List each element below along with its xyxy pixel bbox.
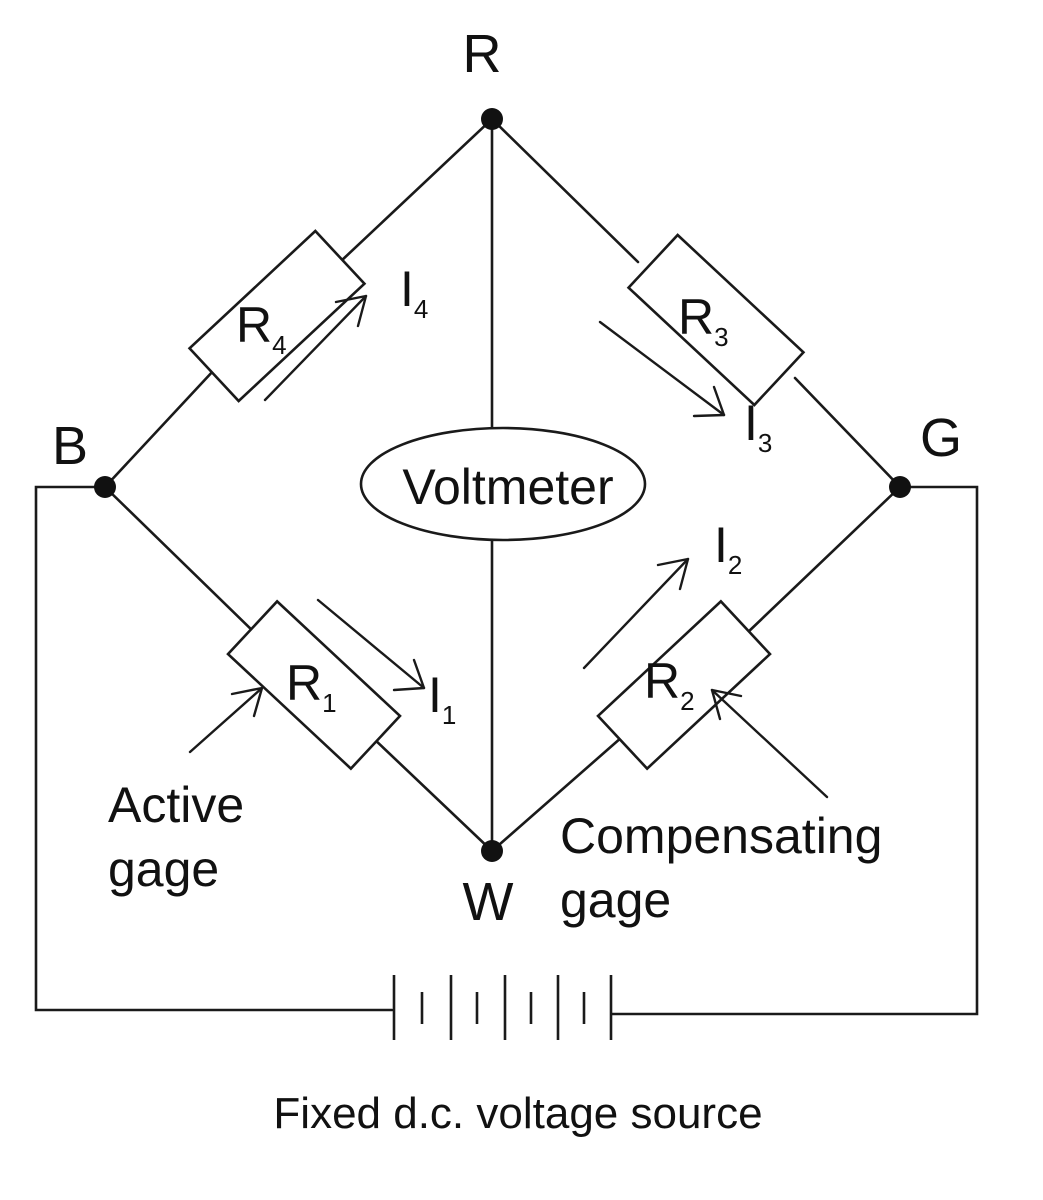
active-gage-pointer-shaft — [188, 686, 264, 754]
compensating-gage-label-line2: gage — [560, 872, 671, 928]
wire-b-r4 — [103, 368, 216, 489]
voltmeter-label: Voltmeter — [402, 459, 613, 515]
arrow-i3-head — [692, 385, 726, 418]
wire-b-source — [34, 485, 394, 1012]
current-i2-letter: I — [714, 517, 728, 573]
wire-r-r3 — [490, 117, 640, 264]
wire-b-r1 — [103, 485, 258, 636]
resistor-r3-letter: R — [678, 289, 714, 345]
wire-g-source — [610, 485, 979, 1016]
resistor-r3 — [626, 233, 806, 407]
resistor-label-r1: R1 — [286, 655, 337, 718]
current-i1-letter: I — [428, 667, 442, 723]
wire-r4-r — [338, 117, 494, 264]
active-gage-pointer — [188, 686, 264, 754]
voltmeter-ellipse — [359, 426, 647, 542]
current-label-i1: I1 — [428, 667, 456, 730]
wire-g-r2 — [744, 485, 902, 636]
node-r-dot — [481, 108, 503, 130]
compensating-gage-label-line1: Compensating — [560, 808, 882, 864]
resistor-r2-letter: R — [644, 653, 680, 709]
current-i1-sub: 1 — [442, 700, 456, 730]
wire-r1-w — [370, 735, 494, 853]
dc-voltage-source — [392, 975, 613, 1040]
resistor-r2 — [596, 599, 772, 771]
node-label-g: G — [920, 408, 962, 468]
current-arrow-i3 — [598, 320, 726, 418]
arrow-i4-head — [334, 294, 368, 328]
current-arrow-i4 — [263, 294, 368, 402]
current-i3-letter: I — [744, 395, 758, 451]
arrow-i3-shaft — [598, 320, 726, 417]
source-caption: Fixed d.c. voltage source — [273, 1089, 762, 1138]
node-label-w: W — [463, 872, 514, 932]
wire-r3-g — [793, 376, 902, 489]
arrow-i1-head — [392, 658, 426, 692]
current-label-i4: I4 — [400, 261, 428, 324]
compensating-gage-pointer — [710, 688, 829, 799]
active-gage-label-line1: Active — [108, 777, 244, 833]
arrow-i4-shaft — [263, 294, 368, 402]
resistor-r3-body — [626, 233, 806, 407]
resistor-r1-sub: 1 — [322, 688, 336, 718]
resistor-r3-sub: 3 — [714, 322, 728, 352]
current-label-i3: I3 — [744, 395, 772, 458]
resistor-r2-body — [596, 599, 772, 771]
wire-r2-w — [490, 735, 624, 853]
compensating-gage-pointer-shaft — [710, 688, 829, 799]
resistor-label-r2: R2 — [644, 653, 695, 716]
current-i2-sub: 2 — [728, 550, 742, 580]
bridge-wires — [34, 117, 979, 1016]
arrow-i2-head — [656, 557, 690, 591]
resistor-r4 — [187, 229, 367, 403]
resistor-r4-body — [187, 229, 367, 403]
active-gage-pointer-head — [230, 686, 264, 718]
current-i4-letter: I — [400, 261, 414, 317]
node-b-dot — [94, 476, 116, 498]
resistor-r1-body — [226, 599, 402, 771]
resistor-r4-sub: 4 — [272, 330, 286, 360]
current-label-i2: I2 — [714, 517, 742, 580]
node-w-dot — [481, 840, 503, 862]
current-i4-sub: 4 — [414, 294, 428, 324]
resistor-r4-letter: R — [236, 297, 272, 353]
resistor-label-r3: R3 — [678, 289, 729, 352]
node-label-b: B — [52, 416, 88, 476]
active-gage-label-line2: gage — [108, 841, 219, 897]
current-arrow-i2 — [582, 557, 690, 670]
current-arrow-i1 — [316, 598, 426, 692]
current-i3-sub: 3 — [758, 428, 772, 458]
node-label-r: R — [463, 24, 502, 84]
arrow-i1-shaft — [316, 598, 426, 690]
arrow-i2-shaft — [582, 557, 690, 670]
compensating-gage-pointer-head — [710, 688, 743, 721]
resistor-label-r4: R4 — [236, 297, 287, 360]
node-g-dot — [889, 476, 911, 498]
resistor-r2-sub: 2 — [680, 686, 694, 716]
resistor-r1-letter: R — [286, 655, 322, 711]
resistor-r1 — [226, 599, 402, 771]
